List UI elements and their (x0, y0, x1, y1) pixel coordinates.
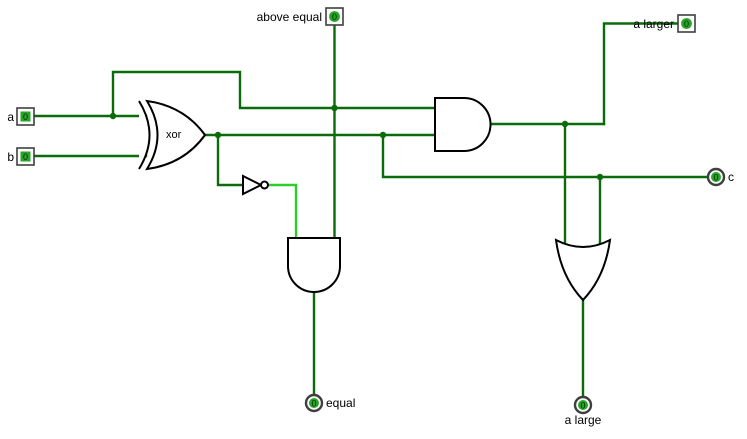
not-gate (242, 174, 269, 196)
pin-state (20, 151, 31, 162)
label-b: b (7, 150, 14, 164)
wires-high (266, 183, 298, 240)
pin-state (578, 400, 588, 410)
pin-state (681, 18, 692, 29)
output-pin-a-large: 0 (573, 395, 593, 415)
label-equal: equal (326, 396, 355, 410)
pin-value: 0 (23, 112, 28, 122)
junction-dot (214, 131, 222, 139)
label-a-larger: a larger (633, 17, 674, 31)
pin-value: 0 (311, 399, 316, 409)
pin-value: 0 (684, 19, 689, 29)
label-xor: xor (166, 129, 182, 141)
pin-value: 0 (580, 401, 585, 411)
wire-branch-to-c (381, 133, 710, 179)
junction-dot (109, 112, 117, 120)
junction-dot (331, 104, 338, 112)
label-a: a (7, 110, 14, 124)
output-pin-equal: 0 (304, 393, 324, 413)
gates (138, 97, 612, 302)
wire-junctions (109, 104, 604, 181)
wire-branch-to-not (216, 133, 245, 187)
input-pin-b[interactable]: 0 (16, 147, 35, 166)
output-pin-a-larger: 0 (677, 14, 696, 33)
wires-low (32, 22, 710, 399)
and-gate-down (287, 237, 341, 293)
not-triangle (242, 174, 264, 196)
or-gate-down (554, 238, 612, 302)
xor-body (145, 99, 207, 171)
output-pin-above-equal: 0 (325, 7, 344, 26)
pin-value: 0 (713, 173, 718, 183)
and-gate (434, 97, 492, 152)
junction-dot (561, 120, 569, 128)
xor-rear-arc (138, 100, 151, 170)
label-above-equal: above equal (257, 10, 322, 24)
wire-not-output (266, 183, 298, 240)
pin-state (711, 172, 721, 182)
not-bubble (260, 180, 269, 190)
input-pin-a[interactable]: 0 (16, 107, 35, 126)
pin-state (20, 111, 31, 122)
pin-value: 0 (23, 152, 28, 162)
wire-to-a-larger (602, 22, 680, 126)
labels: a b above equal a larger c equal a large… (7, 10, 734, 427)
pin-state (329, 11, 340, 22)
xor-gate (138, 99, 207, 171)
label-a-large: a large (565, 413, 602, 427)
label-c: c (728, 170, 734, 184)
pin-state (309, 398, 319, 408)
pin-value: 0 (332, 12, 337, 22)
junction-dot (596, 173, 604, 181)
junction-dot (379, 131, 387, 139)
output-pin-c: 0 (706, 167, 726, 187)
wire-a-branch-top (111, 70, 437, 118)
